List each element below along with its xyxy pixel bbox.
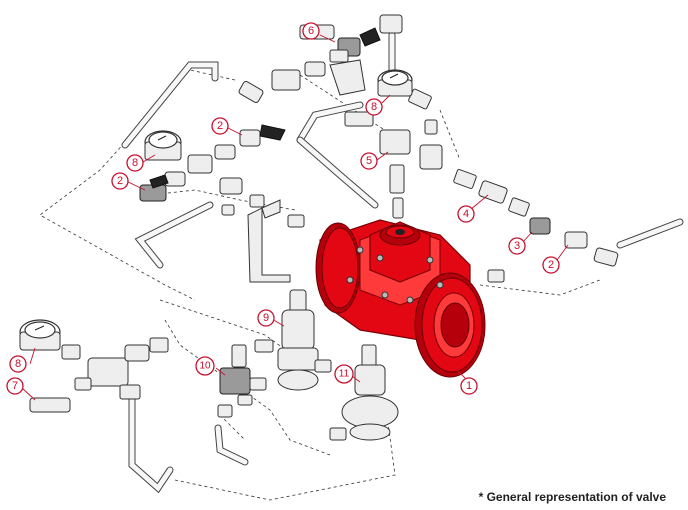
mounting-bracket <box>247 199 305 283</box>
regulator-11 <box>329 344 399 441</box>
callout-2-left-label: 2 <box>117 175 123 187</box>
callout-11: 11 <box>334 364 354 384</box>
callout-7: 7 <box>6 377 24 395</box>
callout-8-bottom-label: 8 <box>15 358 21 370</box>
callout-8-left: 8 <box>126 154 144 172</box>
main-valve-body <box>315 219 486 378</box>
callout-5-label: 5 <box>366 155 372 167</box>
callout-10-label: 10 <box>199 361 211 372</box>
top-fittings <box>238 14 619 283</box>
top-tubing <box>121 31 684 249</box>
callout-4: 4 <box>457 205 475 223</box>
callout-4-label: 4 <box>463 208 469 220</box>
solenoid-10 <box>217 344 267 418</box>
callout-8-bottom: 8 <box>9 355 27 373</box>
footnote: * General representation of valve <box>478 490 666 504</box>
callout-7-label: 7 <box>12 380 18 392</box>
callout-5: 5 <box>360 152 378 170</box>
callout-3-label: 3 <box>514 240 520 252</box>
callout-2-right-label: 2 <box>548 259 554 271</box>
callout-2-upper-label: 2 <box>217 120 223 132</box>
callout-8-top: 8 <box>365 98 383 116</box>
callout-2-left: 2 <box>111 172 129 190</box>
callout-9: 9 <box>257 309 275 327</box>
callout-2-upper: 2 <box>211 117 229 135</box>
callout-10: 10 <box>195 356 215 376</box>
dashed-connections <box>39 69 601 501</box>
callout-2-right: 2 <box>542 256 560 274</box>
callout-6-label: 6 <box>308 25 314 37</box>
callout-leaders <box>21 34 569 401</box>
callout-6: 6 <box>302 22 320 40</box>
left-tubing <box>128 201 249 494</box>
callout-11-label: 11 <box>339 369 350 380</box>
callout-8-left-label: 8 <box>132 157 138 169</box>
top-pressure-gauge <box>377 69 413 97</box>
callout-1-label: 1 <box>466 380 472 392</box>
callout-3: 3 <box>508 237 526 255</box>
callout-1: 1 <box>460 377 478 395</box>
pilot-valve-9 <box>254 289 332 391</box>
lower-left-assembly <box>19 319 169 413</box>
callout-9-label: 9 <box>263 312 269 324</box>
callout-8-top-label: 8 <box>371 101 377 113</box>
left-upper-assembly <box>139 124 286 216</box>
